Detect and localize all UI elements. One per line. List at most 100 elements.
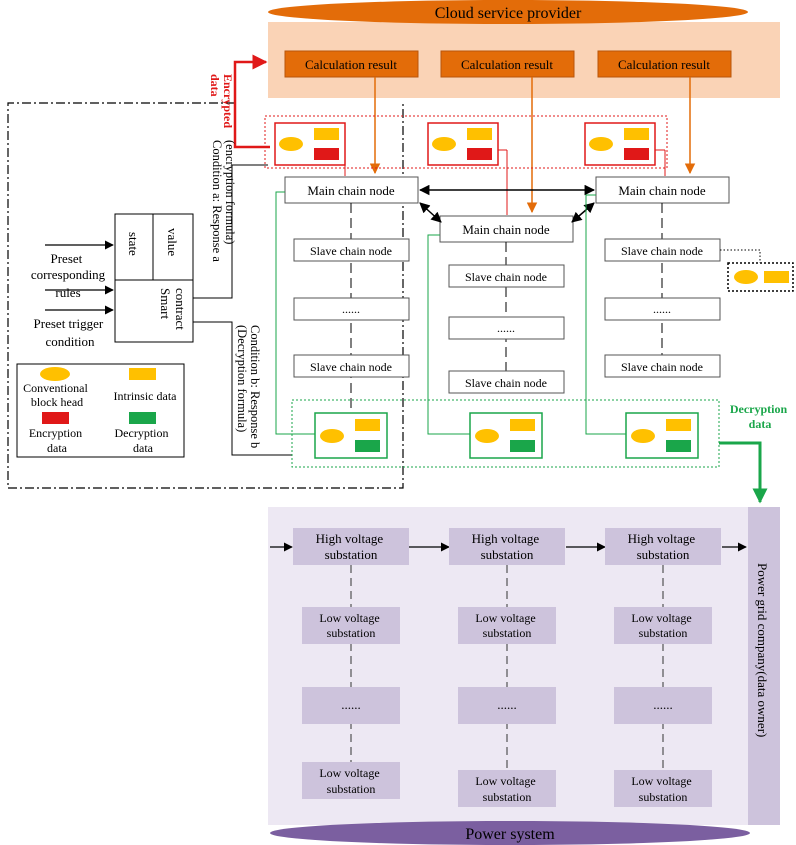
low-voltage-substation-label: Low voltage substation xyxy=(475,611,538,640)
legend-encryption-icon xyxy=(42,412,69,424)
contract-state-cell xyxy=(114,213,154,281)
high-voltage-substation-label: High voltage substation xyxy=(472,531,543,562)
contract-to-condition-a xyxy=(193,164,268,299)
power-title-ellipse xyxy=(270,821,750,845)
low-voltage-ellipsis-box xyxy=(614,687,712,724)
low-voltage-substation-label: Low voltage substation xyxy=(631,774,694,804)
smart-contract-label: Smart contract xyxy=(158,288,188,330)
calculation-result-label-1: Calculation result xyxy=(305,57,397,72)
slave-chain-ellipsis-node xyxy=(604,297,721,321)
low-voltage-ellipsis-box xyxy=(302,687,400,724)
encrypted-data-label: Encrypted data xyxy=(208,74,235,131)
preset-rules-label-3: rules xyxy=(55,285,80,300)
high-voltage-substation-label: High voltage substation xyxy=(628,531,699,562)
preset-rules-label: Preset corresponding xyxy=(31,251,106,282)
decryption-link-1 xyxy=(275,191,315,435)
condition-b-label: Condition b: Response b (Decryption form… xyxy=(235,325,262,451)
block-head-icon xyxy=(279,137,303,151)
slave-chain-node-label: Slave chain node xyxy=(621,244,703,258)
legend-encryption-label: Encryption data xyxy=(29,426,85,455)
encryption-data-icon xyxy=(624,148,649,160)
slave-chain-node xyxy=(293,354,410,378)
main-chain-link-2-3 xyxy=(571,202,595,223)
high-voltage-substation-2 xyxy=(449,528,565,565)
low-voltage-substation-label: Low voltage substation xyxy=(319,611,382,640)
preset-trigger-label: Preset trigger condition xyxy=(34,316,107,349)
main-chain-node-2 xyxy=(439,215,574,243)
decryption-link-3 xyxy=(585,194,626,435)
encrypted-block-group xyxy=(264,115,668,169)
power-company-bar xyxy=(748,507,780,825)
intrinsic-data-icon xyxy=(624,128,649,140)
block-head-icon xyxy=(631,429,655,443)
low-voltage-substation xyxy=(458,607,556,644)
smart-contract-box xyxy=(114,279,194,343)
block-head-icon xyxy=(589,137,613,151)
legend-box xyxy=(16,363,185,458)
intrinsic-data-icon xyxy=(764,271,789,283)
main-chain-link-1-2 xyxy=(419,202,442,223)
decryption-data-icon xyxy=(510,440,535,452)
power-company-label: Power grid company(data owner) xyxy=(755,563,770,737)
decryption-data-arrow xyxy=(719,441,768,504)
block-head-icon xyxy=(432,137,456,151)
block-head-icon xyxy=(320,429,344,443)
low-voltage-ellipsis: ...... xyxy=(653,697,673,712)
slave-chain-ellipsis: ...... xyxy=(342,302,360,316)
encrypted-data-arrow xyxy=(233,54,270,149)
low-voltage-substation xyxy=(614,607,712,644)
power-title: Power system xyxy=(465,826,555,843)
calculation-result-box-2 xyxy=(440,50,575,78)
slave-chain-node-label: Slave chain node xyxy=(465,270,547,284)
calculation-result-label-3: Calculation result xyxy=(618,57,710,72)
main-chain-node-label: Main chain node xyxy=(462,222,550,237)
encryption-data-icon xyxy=(467,148,492,160)
intrinsic-data-icon xyxy=(510,419,535,431)
low-voltage-substation-label: Low voltage substation xyxy=(475,774,538,804)
decrypted-block-group xyxy=(291,399,720,468)
slave-chain-node xyxy=(604,354,721,378)
legend-intrinsic-icon xyxy=(129,368,156,380)
slave-chain-ellipsis-node xyxy=(448,316,565,340)
slave-chain-node-label: Slave chain node xyxy=(465,376,547,390)
low-voltage-ellipsis: ...... xyxy=(341,697,361,712)
calculation-result-label-2: Calculation result xyxy=(461,57,553,72)
slave-chain-ellipsis-node xyxy=(293,297,410,321)
legend-decryption-label: Decryption data xyxy=(115,426,172,455)
slave-chain-node-label: Slave chain node xyxy=(310,360,392,374)
calculation-result-box-3 xyxy=(597,50,732,78)
intrinsic-data-icon xyxy=(467,128,492,140)
slave-chain-ellipsis: ...... xyxy=(497,321,515,335)
intrinsic-data-icon xyxy=(666,419,691,431)
legend-decryption-icon xyxy=(129,412,156,424)
decryption-data-icon xyxy=(666,440,691,452)
main-chain-node-label: Main chain node xyxy=(618,183,706,198)
slave-chain-node xyxy=(448,264,565,288)
low-voltage-substation xyxy=(302,762,400,799)
slave-callout-line xyxy=(720,249,761,263)
slave-chain-node xyxy=(448,370,565,394)
contract-to-condition-b xyxy=(193,321,292,456)
cloud-title-ellipse xyxy=(268,0,748,24)
calculation-result-box-1 xyxy=(284,50,419,78)
contract-value-label: value xyxy=(165,228,180,256)
contract-value-cell xyxy=(152,213,194,281)
cloud-title: Cloud service provider xyxy=(435,5,582,22)
high-voltage-substation-label: High voltage substation xyxy=(316,531,387,562)
condition-a-label: Condition a: Response a (encryption form… xyxy=(210,140,237,265)
low-voltage-substation xyxy=(614,770,712,807)
block-head-icon xyxy=(475,429,499,443)
low-voltage-substation xyxy=(458,770,556,807)
low-voltage-ellipsis: ...... xyxy=(497,697,517,712)
main-chain-node-label: Main chain node xyxy=(307,183,395,198)
slave-chain-node-label: Slave chain node xyxy=(310,244,392,258)
decryption-link-2 xyxy=(427,234,470,435)
high-voltage-substation-1 xyxy=(293,528,409,565)
slave-chain-ellipsis: ...... xyxy=(653,302,671,316)
encryption-data-icon xyxy=(314,148,339,160)
slave-chain-node xyxy=(293,238,410,262)
decryption-data-icon xyxy=(355,440,380,452)
main-chain-node-3 xyxy=(595,176,730,204)
